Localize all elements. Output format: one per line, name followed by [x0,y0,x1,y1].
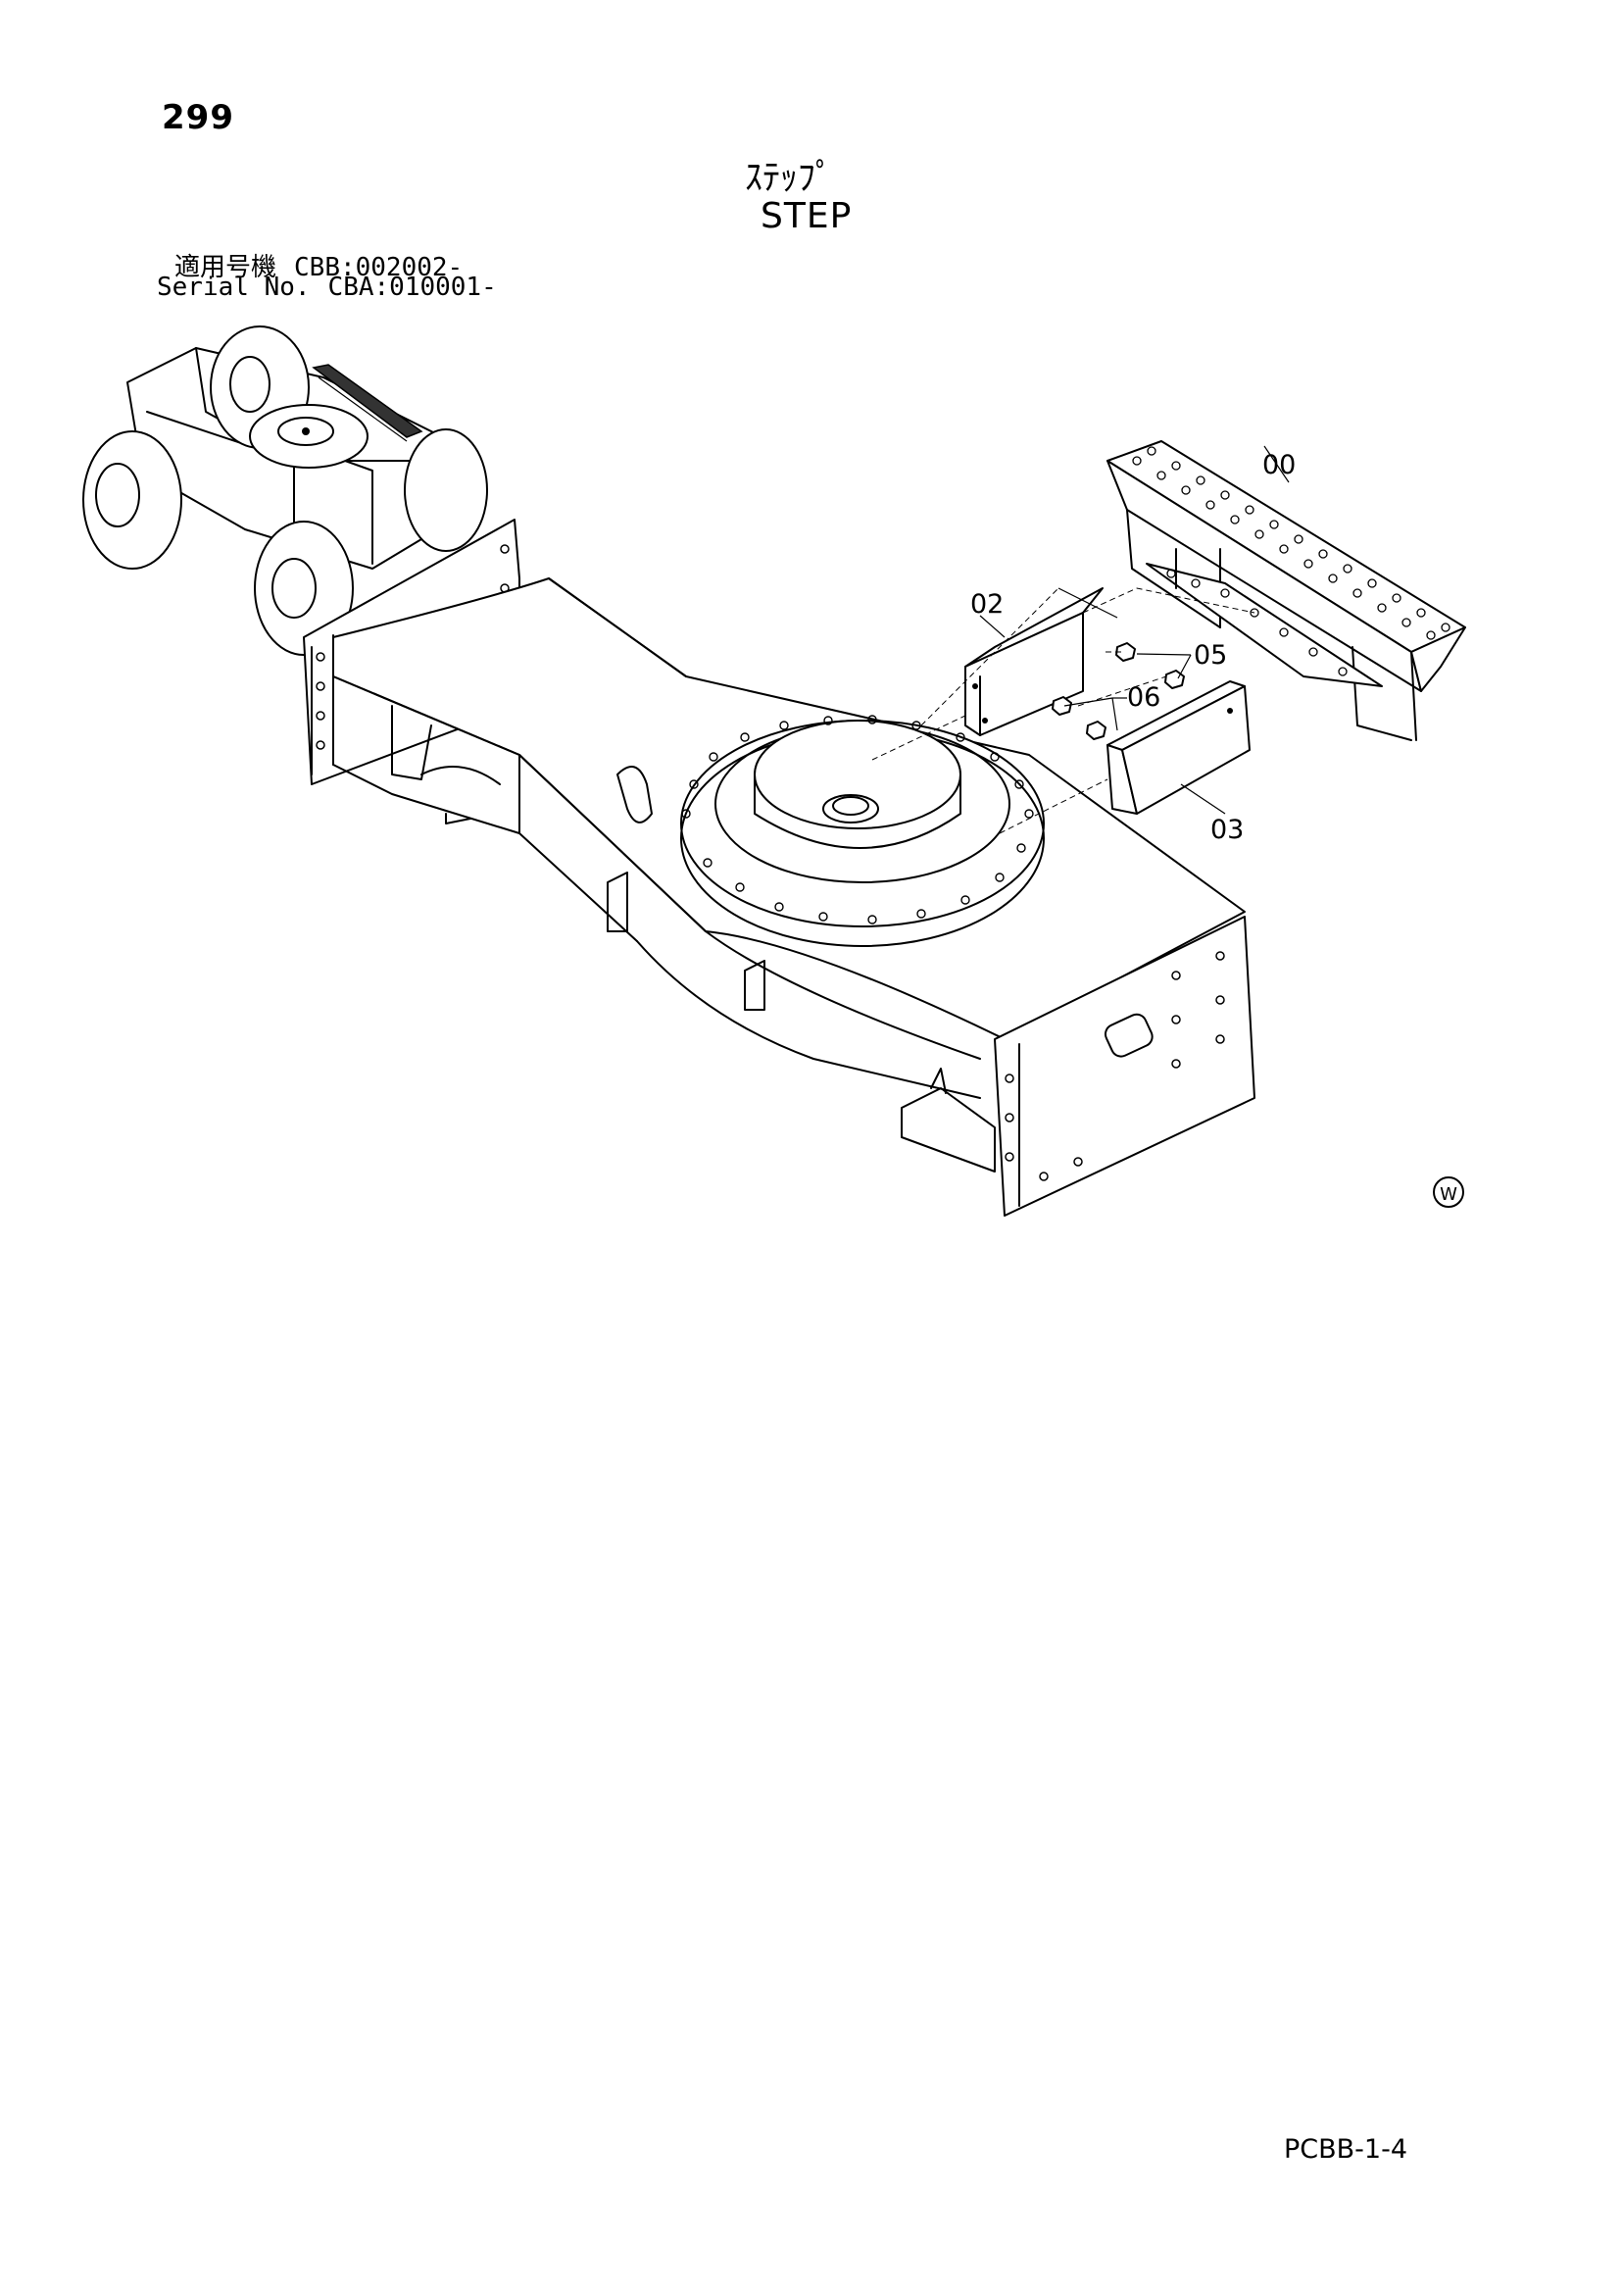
serial-row-serial-no: Serial No. CBA:010001- [157,273,497,302]
callout-00: 00 [1262,450,1296,480]
cover-03 [1106,680,1251,815]
step-perforations [1132,446,1450,676]
callout-06: 06 [1127,682,1160,713]
step-assembly [1106,440,1466,741]
main-frame [303,519,1255,1217]
assembly-lines [871,587,1255,834]
key-map-vehicle [82,325,488,656]
serial-value-cbb: CBB:002002- [294,253,464,282]
title-japanese: ｽﾃｯﾌﾟ [745,158,833,198]
w-mark-symbol: W [1433,1176,1464,1208]
swing-circle-bolts [681,715,1034,924]
callout-05: 05 [1194,640,1227,671]
callout-03: 03 [1210,815,1244,845]
title-english: STEP [761,196,853,236]
page-number: 299 [162,98,234,137]
callout-02: 02 [970,589,1004,620]
serial-label-en: Serial No. [157,273,311,302]
leader-lines [979,445,1290,815]
serial-row-applicable: 適用号機 CBB:002002- [174,247,463,283]
serial-value-cba: CBA:010001- [327,273,497,302]
w-mark-letter: W [1440,1184,1457,1205]
document-code: PCBB-1-4 [1284,2134,1408,2165]
bolts [1052,642,1185,740]
serial-label-ja: 適用号機 [174,253,277,282]
front-plate-holes [1005,951,1225,1181]
